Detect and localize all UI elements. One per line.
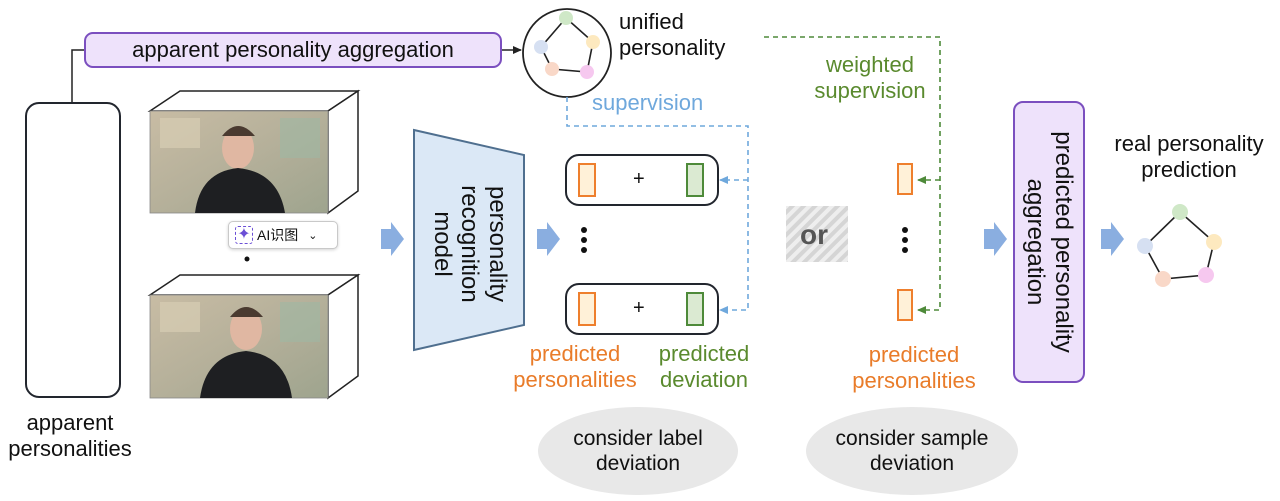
predicted-deviation-box bbox=[686, 292, 704, 326]
consider-label-deviation-label: consider label deviation bbox=[573, 427, 703, 475]
real-personality-prediction-label: real personality prediction bbox=[1114, 131, 1264, 182]
arrow-right-icon bbox=[984, 222, 1007, 256]
or-hatch-box bbox=[786, 206, 848, 262]
plus-sign: + bbox=[633, 168, 645, 190]
apparent-personalities-label: apparent personalities bbox=[8, 410, 132, 461]
supervision-label: supervision bbox=[592, 90, 704, 115]
weighted-supervision-label: weighted supervision bbox=[814, 52, 926, 103]
sample-ellipsis-dots bbox=[902, 227, 908, 253]
sample-predicted-box-top bbox=[897, 163, 913, 195]
arrow-right-icon bbox=[1101, 222, 1124, 256]
prediction-ellipsis-dots bbox=[581, 227, 587, 253]
prediction-pill-bottom: + bbox=[565, 283, 719, 335]
predicted-deviation-label: predicted deviation bbox=[658, 341, 750, 392]
aggregation-label: apparent personality aggregation bbox=[132, 37, 454, 62]
predicted-aggregation-label: predicted personality aggregation bbox=[1022, 131, 1077, 353]
ai-chip-label: AI识图 bbox=[257, 227, 299, 243]
arrow-right-icon bbox=[381, 222, 404, 256]
video-frame-icon-top bbox=[147, 89, 361, 215]
predicted-personality-box bbox=[578, 163, 596, 197]
arrow-right-icon bbox=[537, 222, 560, 256]
consider-label-deviation-bubble bbox=[538, 407, 738, 495]
apparent-personalities-panel bbox=[25, 102, 121, 398]
apparent-personality-aggregation-box: apparent personality aggregation bbox=[84, 32, 502, 68]
video-frame-icon-bottom bbox=[147, 273, 361, 400]
supervision-line bbox=[566, 97, 749, 314]
predicted-personality-aggregation-box bbox=[1013, 101, 1085, 383]
predicted-personality-box bbox=[578, 292, 596, 326]
consider-sample-deviation-bubble bbox=[806, 407, 1018, 495]
sample-predicted-box-bottom bbox=[897, 289, 913, 321]
weighted-supervision-line bbox=[764, 36, 941, 314]
ai-recognize-chip[interactable]: ✦ AI识图 ⌄ bbox=[228, 221, 338, 249]
arrow-right-icon-group bbox=[381, 222, 1124, 256]
connector-panel-to-aggregation bbox=[71, 49, 84, 102]
chevron-down-icon: ⌄ bbox=[308, 229, 318, 242]
plus-sign: + bbox=[633, 297, 645, 319]
unified-pentagon-icon bbox=[534, 11, 600, 79]
predicted-personalities-label-1: predicted personalities bbox=[513, 341, 637, 392]
predicted-personalities-label-2: predicted personalities bbox=[852, 342, 976, 393]
consider-sample-deviation-label: consider sample deviation bbox=[835, 427, 989, 475]
model-label: personality recognition model bbox=[428, 185, 511, 303]
sparkle-icon: ✦ bbox=[235, 226, 253, 244]
or-label: or bbox=[800, 219, 828, 250]
real-personality-pentagon-icon bbox=[1137, 204, 1222, 287]
predicted-deviation-box bbox=[686, 163, 704, 197]
model-trapezoid bbox=[413, 128, 525, 352]
unified-personality-label: unified personality bbox=[619, 9, 726, 60]
prediction-pill-top: + bbox=[565, 154, 719, 206]
frame-ellipsis-dot bbox=[244, 256, 250, 262]
